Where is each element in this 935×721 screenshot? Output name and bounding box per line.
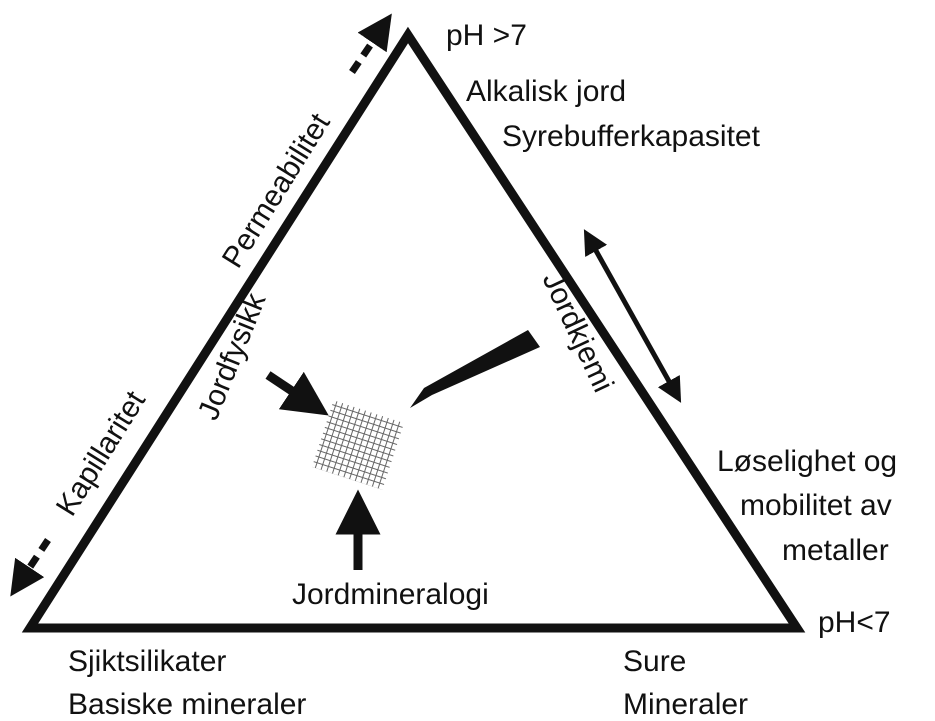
acid-label: Sure	[623, 645, 686, 678]
chemistry-inner-arrow	[410, 330, 540, 408]
basic-minerals-label: Basiske mineraler	[68, 688, 306, 721]
soil-mineralogy-label: Jordmineralogi	[292, 578, 489, 611]
capillarity-arrow	[10, 538, 51, 597]
top-corner-label: pH >7	[446, 19, 527, 52]
solubility-label-line2: mobilitet av	[740, 489, 892, 522]
acid-minerals-label: Mineraler	[623, 688, 748, 721]
physics-inner-arrow	[265, 371, 329, 416]
acid-buffer-capacity-label: Syrebufferkapasitet	[502, 120, 761, 153]
soil-grid-icon	[311, 400, 405, 490]
solubility-double-arrow	[583, 229, 682, 403]
solubility-label-line3: metaller	[782, 534, 889, 567]
solubility-label-line1: Løselighet og	[717, 445, 897, 478]
right-corner-label: pH<7	[818, 606, 891, 639]
alkaline-soil-label: Alkalisk jord	[466, 75, 626, 108]
permeability-arrow	[349, 13, 392, 74]
layer-silicates-label: Sjiktsilikater	[68, 645, 226, 678]
